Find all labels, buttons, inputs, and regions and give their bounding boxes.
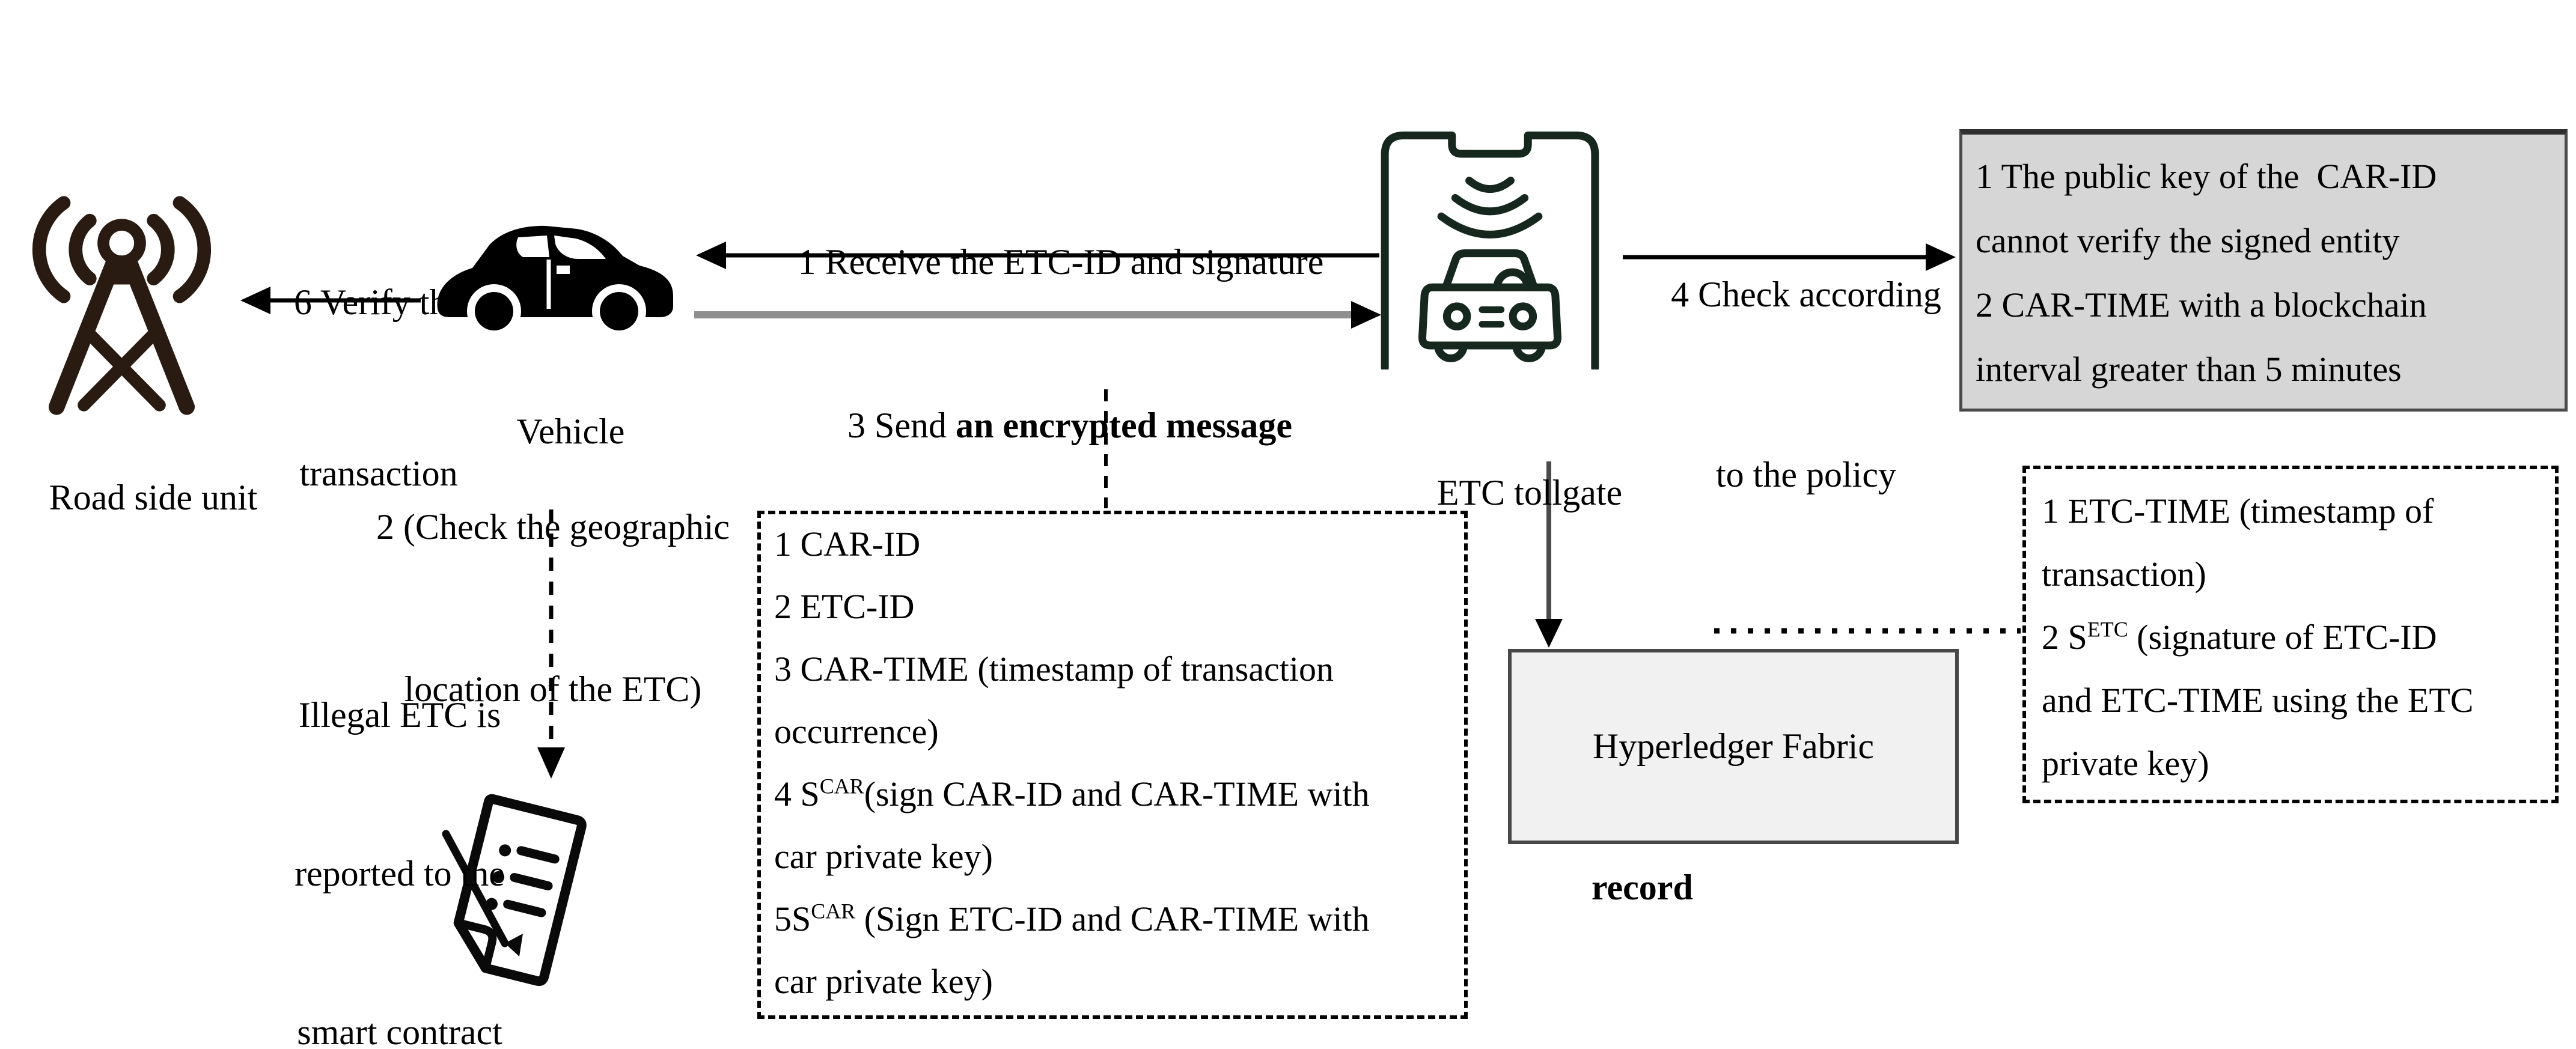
message-box-line: car private key) [774, 962, 993, 1001]
hyperledger-fabric-label: Hyperledger Fabric [1592, 726, 1875, 766]
signal-wave-icon [32, 196, 71, 303]
illegal-report-label: Illegal ETC is reported to the smart con… [295, 695, 505, 1049]
check-policy-label: 4 Check according to the policy [1671, 275, 1941, 494]
policy-box: 1 The public key of the CAR-ID cannot ve… [1959, 129, 2568, 412]
signal-wave-icon [147, 213, 175, 286]
wifi-icon [1451, 193, 1529, 216]
smart-contract-icon [442, 794, 587, 987]
receive-etcid-label: 1 Receive the ETC-ID and signature [798, 242, 1324, 282]
message-box-line: 4 SCAR(sign CAR-ID and CAR-TIME with [774, 774, 1370, 813]
etc-tollgate-label: ETC tollgate [1436, 473, 1623, 512]
signal-wave-icon [69, 213, 97, 286]
hyperledger-fabric-box: Hyperledger Fabric [1508, 649, 1959, 844]
arrow-check-policy [1623, 243, 1956, 271]
vehicle-label: Vehicle [516, 412, 625, 451]
smart-contract-label: Smart contract [379, 1011, 643, 1049]
message-box-line: 2 ETC-ID [774, 587, 915, 626]
message-box-line: 1 CAR-ID [774, 524, 921, 564]
record-box: 1 ETC-TIME (timestamp of transaction) 2 … [2022, 466, 2559, 803]
arrow-verify-transaction [240, 287, 421, 314]
message-box-line: car private key) [774, 837, 993, 876]
encrypted-message-box: 1 CAR-ID 2 ETC-ID 3 CAR-TIME (timestamp … [757, 511, 1468, 1019]
pen-icon [505, 934, 523, 956]
wifi-icon [1437, 212, 1543, 239]
radio-tower-icon [32, 196, 212, 415]
verify-transaction-label: 6 Verify the transaction [293, 282, 464, 493]
record-box-line: transaction) [2042, 555, 2206, 594]
gate-frame [1381, 131, 1599, 369]
send-message-label: 3 Send an encrypted message [847, 406, 1292, 445]
arrow-receive-etcid [696, 242, 1379, 269]
message-box-line: occurrence) [774, 712, 939, 751]
record-box-line: and ETC-TIME using the ETC [2042, 681, 2474, 720]
signal-wave-icon [172, 196, 212, 303]
car-icon [437, 225, 673, 338]
message-box-line: 5SCAR (Sign ETC-ID and CAR-TIME with [774, 899, 1370, 938]
check-geo-label: 2 (Check the geographic location of the … [376, 507, 730, 709]
message-box-line: 3 CAR-TIME (timestamp of transaction [774, 649, 1334, 689]
policy-box-line: cannot verify the signed entity [1976, 221, 2400, 260]
dashed-arrow-smart-contract [537, 509, 565, 779]
arrow-send-record [1535, 461, 1563, 648]
pen-icon [442, 830, 509, 947]
record-box-line: 1 ETC-TIME (timestamp of [2042, 491, 2434, 531]
policy-box-line: 2 CAR-TIME with a blockchain [1976, 285, 2427, 324]
etc-tollgate-icon [1381, 131, 1599, 369]
record-box-line: 2 SETC (signature of ETC-ID [2042, 617, 2437, 657]
policy-box-line: 1 The public key of the CAR-ID [1976, 157, 2437, 196]
policy-box-line: interval greater than 5 minutes [1976, 350, 2402, 389]
record-box-line: private key) [2042, 744, 2209, 783]
road-side-unit-label: Road side unit [49, 478, 258, 517]
arrow-send-encrypted-message [694, 301, 1381, 329]
wifi-icon [1465, 177, 1515, 193]
